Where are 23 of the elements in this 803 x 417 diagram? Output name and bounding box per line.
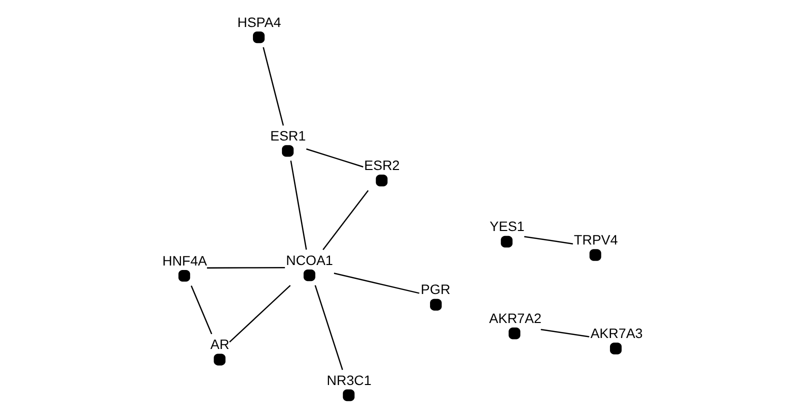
node-label: NCOA1 — [286, 252, 334, 268]
node-label: AKR7A2 — [489, 310, 542, 326]
connector — [334, 272, 420, 294]
node-label: ESR2 — [364, 158, 400, 173]
connector — [262, 47, 284, 126]
node-label: HSPA4 — [237, 14, 282, 30]
connector — [229, 284, 291, 343]
connector — [314, 285, 344, 370]
connector — [322, 190, 369, 250]
node-label: PGR — [420, 282, 450, 298]
connector — [524, 236, 573, 244]
node-label: ESR1 — [270, 128, 306, 144]
connector — [206, 267, 285, 269]
connector — [306, 148, 364, 168]
node-label: YES1 — [490, 219, 524, 234]
node-label: AKR7A3 — [590, 326, 643, 341]
node-label: NR3C1 — [326, 372, 372, 388]
connector — [290, 160, 307, 250]
connector — [190, 286, 212, 334]
node-label: HNF4A — [162, 253, 208, 268]
connector — [540, 328, 590, 338]
node-label: TRPV4 — [574, 232, 618, 248]
node-label: AR — [210, 337, 230, 352]
